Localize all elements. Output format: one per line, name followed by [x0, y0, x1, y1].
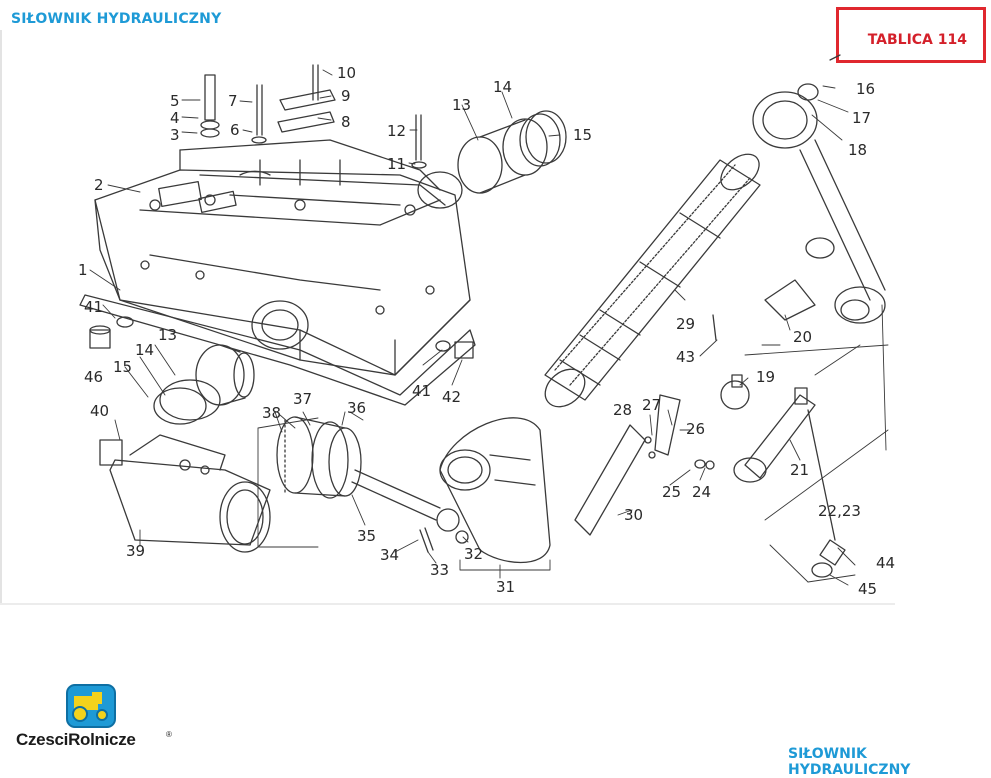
callout-29: 29: [676, 315, 695, 333]
page-title: SIŁOWNIK HYDRAULICZNY: [11, 11, 222, 27]
callout-44: 44: [876, 554, 895, 572]
image-edge-bottom: [0, 603, 895, 605]
callout-34: 34: [380, 546, 399, 564]
leader-lines: [89, 69, 856, 586]
callout-37: 37: [293, 390, 312, 408]
callout-4: 4: [170, 109, 180, 127]
bracket-lines: [257, 304, 889, 583]
brand-name: CzesciRolnicze: [16, 730, 136, 749]
callout-14: 14: [493, 78, 512, 96]
callout-41-left: 41: [84, 298, 103, 316]
lever-arm: [752, 54, 886, 324]
callout-46: 46: [84, 368, 103, 386]
splined-shaft: [544, 153, 761, 408]
sleeve-left: [153, 344, 255, 425]
image-edge-left: [0, 30, 2, 605]
exploded-parts-drawing: 1 2 3 4 5 6 7 8 9 10 11 12 13 14 15 16 1…: [78, 54, 895, 598]
tractor-icon: [66, 684, 116, 728]
callout-42: 42: [442, 388, 461, 406]
callout-36: 36: [347, 399, 366, 417]
callout-41-right: 41: [412, 382, 431, 400]
callout-21: 21: [790, 461, 809, 479]
callout-32: 32: [464, 545, 483, 563]
callout-8: 8: [341, 113, 351, 131]
callout-39: 39: [126, 542, 145, 560]
callout-11: 11: [387, 155, 406, 173]
callout-28: 28: [613, 401, 632, 419]
callout-22-23: 22,23: [818, 502, 861, 520]
callout-38: 38: [262, 404, 281, 422]
callout-31: 31: [496, 578, 515, 596]
callout-10: 10: [337, 64, 356, 82]
callout-19: 19: [756, 368, 775, 386]
callout-35: 35: [357, 527, 376, 545]
callout-27: 27: [642, 396, 661, 414]
callout-33: 33: [430, 561, 449, 579]
callout-3: 3: [170, 126, 180, 144]
callout-24: 24: [692, 483, 711, 501]
callout-30: 30: [624, 506, 643, 524]
gasket: [79, 294, 476, 406]
callout-17: 17: [852, 109, 871, 127]
footer-title: SIŁOWNIK HYDRAULICZNY: [788, 746, 911, 778]
sleeve-top: [457, 110, 567, 194]
callout-25: 25: [662, 483, 681, 501]
callout-43: 43: [676, 348, 695, 366]
callout-numbers: 1 2 3 4 5 6 7 8 9 10 11 12 13 14 15 16 1…: [78, 64, 895, 598]
callout-1: 1: [78, 261, 88, 279]
callout-16: 16: [856, 80, 875, 98]
callout-13-left: 13: [158, 326, 177, 344]
bolt-set-top: [200, 64, 427, 169]
callout-7: 7: [228, 92, 238, 110]
connecting-rod: [733, 387, 846, 578]
registered-mark: ®: [166, 730, 172, 739]
pin-and-ring: [712, 314, 750, 410]
cylinder-body: [99, 434, 271, 553]
housing-cover: [94, 139, 471, 376]
lift-arm: [439, 417, 551, 564]
callout-6: 6: [230, 121, 240, 139]
callout-26: 26: [686, 420, 705, 438]
callout-2: 2: [94, 176, 104, 194]
small-parts: [644, 394, 715, 470]
callout-20: 20: [793, 328, 812, 346]
callout-15: 15: [573, 126, 592, 144]
callout-9: 9: [341, 87, 351, 105]
plate-number-box: TABLICA 114: [836, 7, 986, 63]
callout-45: 45: [858, 580, 877, 598]
plate-number: TABLICA 114: [867, 32, 967, 48]
piston: [276, 416, 362, 499]
callout-5: 5: [170, 92, 180, 110]
callout-15-left: 15: [113, 358, 132, 376]
callout-12: 12: [387, 122, 406, 140]
piston-rod: [351, 469, 469, 553]
plugs: [89, 316, 474, 359]
callout-14-left: 14: [135, 341, 154, 359]
callout-40: 40: [90, 402, 109, 420]
callout-13: 13: [452, 96, 471, 114]
callout-18: 18: [848, 141, 867, 159]
brand-logo: CzesciRolnicze ®: [16, 684, 176, 754]
